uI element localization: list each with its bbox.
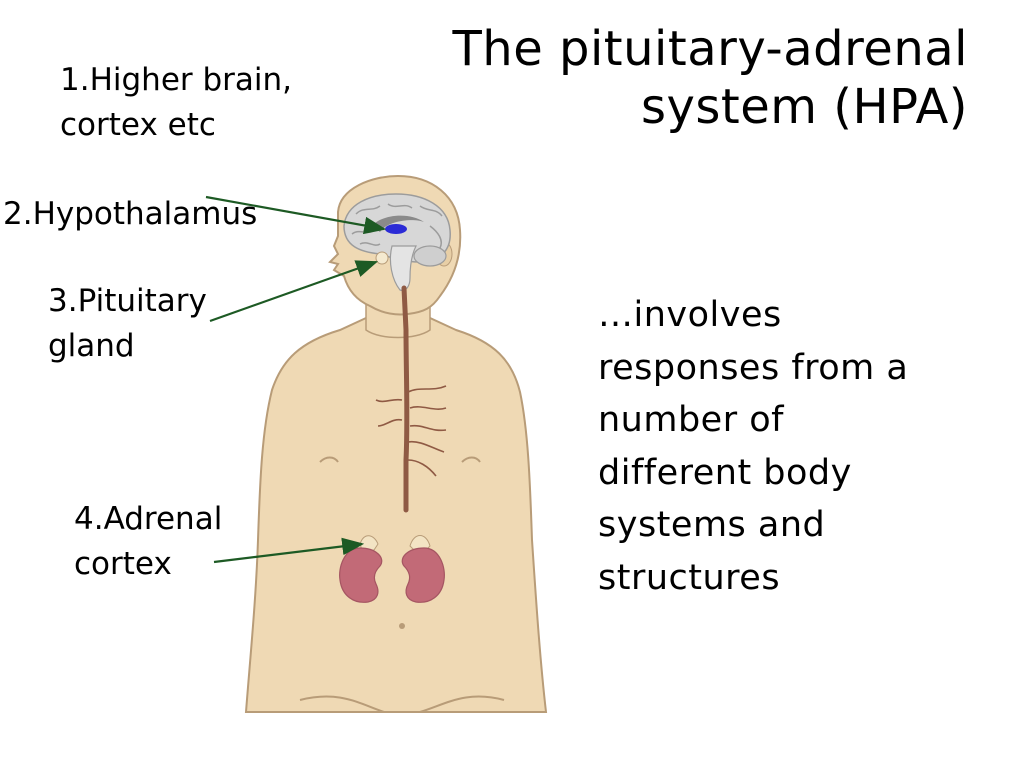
right-nipple (461, 456, 481, 463)
label-pituitary: 3.Pituitary gland (48, 279, 207, 369)
brainstem (389, 245, 417, 291)
label-adrenal-line-1: 4.Adrenal (74, 501, 223, 537)
pituitary-gland (375, 251, 389, 265)
torso (244, 317, 548, 713)
label-adrenal-line-2: cortex (74, 546, 172, 582)
label-hypothalamus-line-1: 2.Hypothalamus (3, 196, 258, 232)
description-line: number of (598, 400, 784, 440)
nerve-branches (375, 385, 447, 477)
description-line: responses from a (598, 347, 909, 388)
description-text: …involves responses from a number of dif… (598, 289, 998, 604)
description-line: structures (598, 557, 781, 598)
hypothalamus-region (385, 224, 407, 234)
label-pituitary-line-1: 3.Pituitary (48, 283, 207, 319)
description-line: different body (598, 452, 852, 493)
left-nipple (319, 456, 339, 463)
label-higher-brain: 1.Higher brain, cortex etc (60, 58, 292, 148)
pituitary-arrow (209, 260, 379, 323)
label-pituitary-line-2: gland (48, 328, 135, 364)
page-title: The pituitary-adrenal system (HPA) (408, 20, 968, 136)
title-line-2: system (HPA) (640, 79, 968, 135)
groin-lines (299, 695, 505, 713)
right-kidney (401, 547, 445, 603)
label-hypothalamus: 2.Hypothalamus (3, 192, 257, 237)
label-higher-brain-line-2: cortex etc (60, 107, 216, 143)
label-adrenal: 4.Adrenal cortex (74, 497, 222, 587)
hypothalamus-arrow (205, 195, 387, 235)
title-line-1: The pituitary-adrenal (452, 21, 968, 77)
adrenal-arrow (213, 537, 365, 564)
description-line: systems and (598, 505, 826, 545)
left-kidney (339, 547, 383, 603)
description-line: …involves (598, 295, 782, 335)
navel (399, 623, 405, 629)
label-higher-brain-line-1: 1.Higher brain, (60, 62, 293, 98)
spinal-cord (401, 285, 410, 513)
cerebellum (413, 245, 447, 267)
